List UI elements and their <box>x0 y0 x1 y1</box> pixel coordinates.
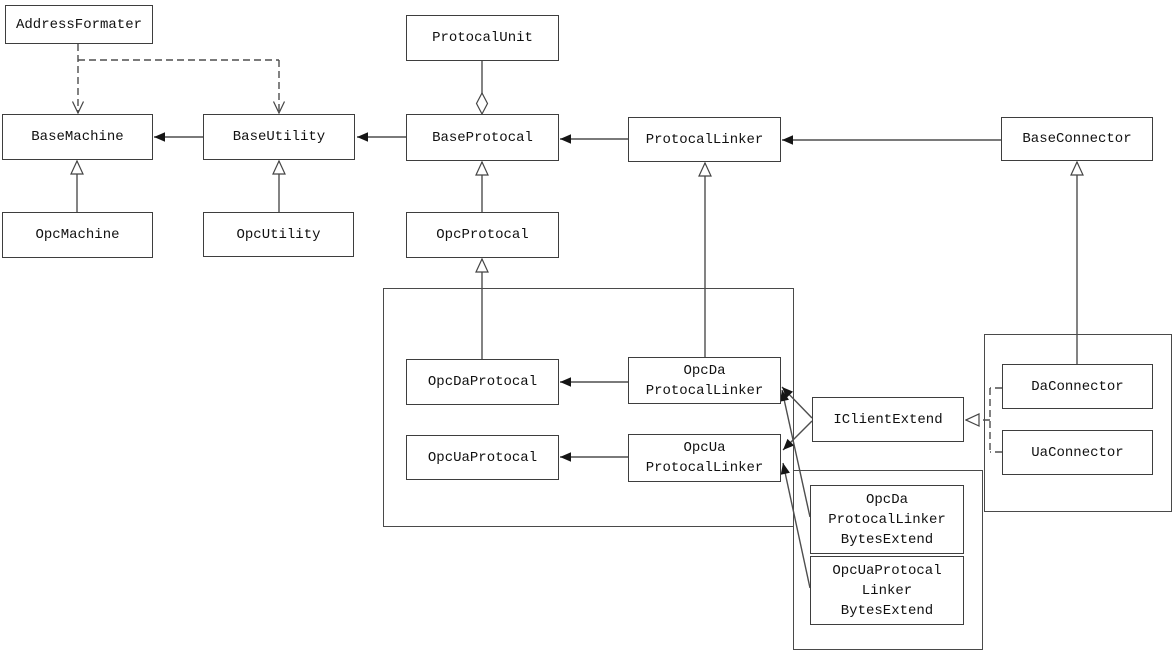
class-box-baseprotocal: BaseProtocal <box>406 114 559 161</box>
class-label: OpcUa <box>683 440 726 456</box>
class-label: OpcUtility <box>236 226 321 243</box>
edge-opcuabytesextend-to-opcualinker <box>780 462 811 589</box>
class-label: ProtocalLinker <box>645 131 764 148</box>
class-label: UaConnector <box>1031 444 1124 461</box>
class-label: OpcDa <box>683 362 726 379</box>
group-box-opc-protocal-linkers <box>383 288 794 527</box>
class-label: AddressFormater <box>15 16 143 33</box>
class-label: OpcDaProtocal <box>427 374 538 390</box>
group-box-connectors <box>984 334 1172 512</box>
class-label: BaseConnector <box>1022 131 1132 147</box>
class-label: ProtocalUnit <box>432 30 533 46</box>
edge-opcdabytesextend-to-opcdalinker <box>779 389 811 518</box>
class-box-iclientextend: IClientExtend <box>812 397 964 442</box>
class-label: BaseUtility <box>232 129 326 145</box>
class-box-opcuaprotocal: OpcUaProtocal <box>406 435 559 480</box>
class-box-opcda-protocallinker: OpcDa ProtocalLinker <box>628 357 781 404</box>
class-box-baseconnector: BaseConnector <box>1001 117 1153 161</box>
class-label: OpcProtocal <box>436 227 529 243</box>
class-box-opcdaprotocal: OpcDaProtocal <box>406 359 559 405</box>
class-box-uaconnector: UaConnector <box>1002 430 1153 475</box>
class-box-basemachine: BaseMachine <box>2 114 153 160</box>
class-box-opcutility: OpcUtility <box>203 212 354 257</box>
class-label: IClientExtend <box>833 411 943 428</box>
class-label: ProtocalLinker <box>645 460 764 476</box>
class-box-addressformater: AddressFormater <box>5 5 153 44</box>
class-box-daconnector: DaConnector <box>1002 364 1153 409</box>
class-box-opcprotocal: OpcProtocal <box>406 212 559 258</box>
class-label: ProtocalLinker <box>828 511 946 528</box>
class-label: BaseProtocal <box>432 129 533 146</box>
edge-iclientextend-to-opcualinker <box>782 420 813 451</box>
class-box-protocallinker: ProtocalLinker <box>628 117 781 162</box>
class-box-protocalunit: ProtocalUnit <box>406 15 559 61</box>
class-label: DaConnector <box>1031 378 1124 395</box>
class-label: OpcMachine <box>35 227 120 243</box>
class-box-opcua-protocallinker: OpcUa ProtocalLinker <box>628 434 781 482</box>
class-label: OpcUaProtocal <box>832 562 942 579</box>
class-box-baseutility: BaseUtility <box>203 114 355 160</box>
class-label: Linker <box>861 582 913 599</box>
class-box-opcmachine: OpcMachine <box>2 212 153 258</box>
aggregation-diamond <box>475 91 489 116</box>
class-label: BaseMachine <box>31 129 124 145</box>
class-label: OpcUaProtocal <box>427 449 538 466</box>
class-label: BytesExtend <box>840 602 934 619</box>
group-box-bytes-extend <box>793 470 983 650</box>
class-label: BytesExtend <box>840 531 934 548</box>
class-label: OpcDa <box>865 491 908 508</box>
class-box-opcda-protocallinker-bytesextend: OpcDa ProtocalLinker BytesExtend <box>810 485 964 554</box>
class-box-opcua-protocallinker-bytesextend: OpcUaProtocal Linker BytesExtend <box>810 556 964 625</box>
class-label: ProtocalLinker <box>645 382 764 399</box>
